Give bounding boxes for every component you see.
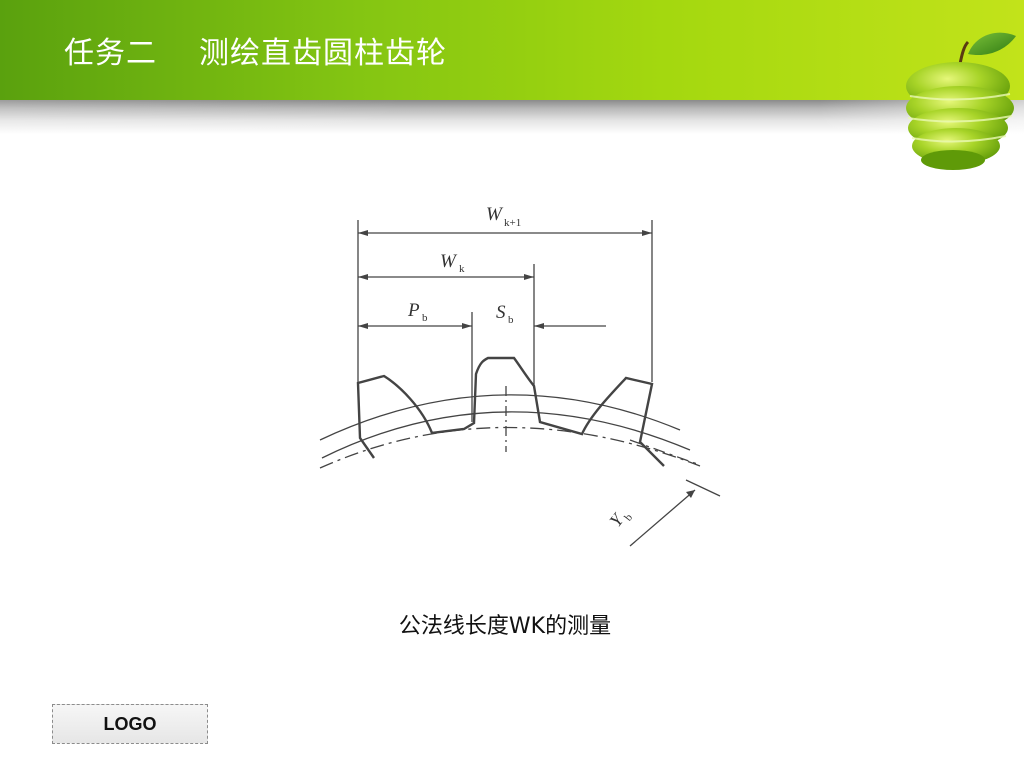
page-title: 任务二 测绘直齿圆柱齿轮 <box>64 28 447 72</box>
header-band <box>0 0 1024 100</box>
label-wk1-sub: k+1 <box>504 217 521 229</box>
label-pb: P <box>407 300 420 321</box>
arrow-wk1-right <box>642 230 652 236</box>
arrow-pb-right <box>462 323 472 329</box>
outer-arc <box>319 394 681 441</box>
yb-arrowhead <box>686 490 695 498</box>
label-wk1: W <box>486 204 504 225</box>
label-sb-sub: b <box>508 314 514 326</box>
label-sb: S <box>496 302 506 323</box>
arrow-wk-right <box>524 274 534 280</box>
arrow-pb-left <box>358 323 368 329</box>
arrow-wk-left <box>358 274 368 280</box>
header-shadow-fade <box>0 100 1024 134</box>
gear-measurement-diagram: W k+1 W k P b S b Y b <box>319 204 721 547</box>
arrow-sb-left <box>534 323 544 329</box>
title-main: 测绘直齿圆柱齿轮 <box>199 36 447 71</box>
label-wk: W <box>440 251 458 272</box>
base-circle <box>319 426 701 469</box>
pitch-arc <box>321 411 691 459</box>
logo: LOGO <box>52 704 208 744</box>
label-wk-sub: k <box>459 263 465 275</box>
diagram-caption: 公法线长度WK的测量 <box>398 614 612 639</box>
title-task: 任务二 <box>64 36 157 71</box>
yb-leader-line <box>629 489 696 547</box>
base-circle-tail <box>629 439 701 466</box>
label-pb-sub: b <box>422 312 428 324</box>
gear-tooth-profile <box>356 356 665 467</box>
green-apple-icon <box>906 32 1016 170</box>
yb-tick-line <box>685 479 721 497</box>
arrow-wk1-left <box>358 230 368 236</box>
